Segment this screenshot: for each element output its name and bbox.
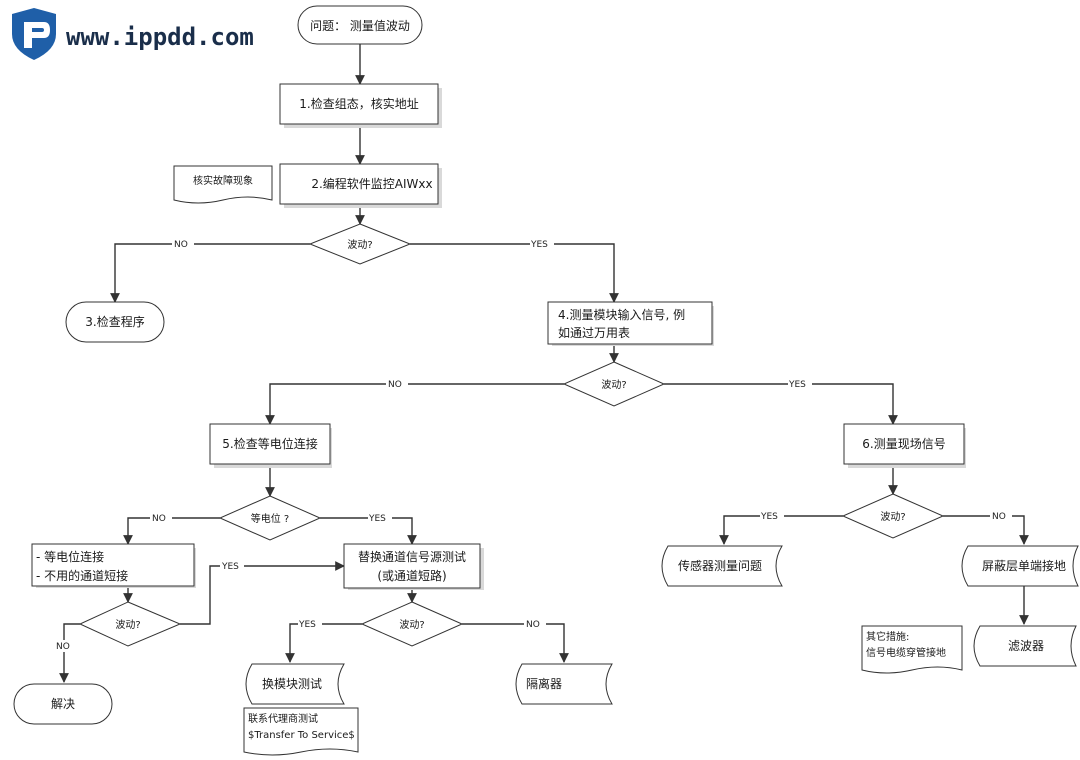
watermark-text: www.ippdd.com — [66, 23, 254, 51]
note-agent-line2: $Transfer To Service$ — [248, 730, 355, 741]
step2-box: 2.编程软件监控AIWxx — [279, 163, 442, 208]
solved-node: 解决 — [13, 683, 113, 725]
decision5-label: 波动? — [399, 618, 424, 631]
decision4-label: 波动? — [115, 618, 140, 631]
edge-label-no: NO — [526, 620, 540, 630]
decision1-label: 波动? — [347, 238, 372, 251]
step6-box: 6.测量现场信号 — [843, 423, 966, 468]
step4-box: 4.测量模块输入信号, 例 如通过万用表 — [547, 301, 714, 346]
fix-box: - 等电位连接 - 不用的通道短接 — [31, 543, 196, 588]
edge-label-yes: YES — [788, 380, 806, 390]
site-logo: www.ippdd.com — [12, 8, 254, 60]
swap-module-label: 换模块测试 — [262, 676, 322, 691]
replace-label-line1: 替换通道信号源测试 — [358, 549, 466, 564]
decision2-label: 波动? — [601, 378, 626, 391]
replace-box: 替换通道信号源测试 (或通道短路) — [343, 543, 484, 590]
swap-module-node: 换模块测试 — [245, 663, 345, 705]
replace-label-line2: (或通道短路) — [377, 568, 446, 583]
edge-labels: NO YES NO YES NO YES YES NO YES NO YES N… — [54, 238, 1012, 652]
edge-label-yes: YES — [530, 240, 548, 250]
step2-label: 2.编程软件监控AIWxx — [311, 176, 432, 191]
edge-label-yes: YES — [760, 512, 778, 522]
decision6: 波动? — [841, 493, 945, 539]
edge-label-yes: YES — [298, 620, 316, 630]
solved-label: 解决 — [51, 697, 75, 711]
edge-label-no: NO — [388, 380, 402, 390]
note-verify-label: 核实故障现象 — [193, 174, 253, 187]
note-agent-line1: 联系代理商测试 — [248, 712, 318, 725]
edge-label-no: NO — [56, 642, 70, 652]
note-other-line1: 其它措施: — [866, 630, 909, 643]
decision4: 波动? — [78, 601, 182, 647]
fix-label-line1: - 等电位连接 — [36, 549, 104, 564]
step4-label-line2: 如通过万用表 — [558, 325, 630, 340]
sensor-label: 传感器测量问题 — [678, 558, 762, 573]
filter-label: 滤波器 — [1008, 639, 1044, 653]
edge-label-yes: YES — [368, 514, 386, 524]
isolator-label: 隔离器 — [526, 676, 562, 691]
step1-box: 1.检查组态，核实地址 — [279, 83, 442, 128]
shield-label: 屏蔽层单端接地 — [982, 558, 1066, 573]
step3-label: 3.检查程序 — [85, 314, 144, 329]
decision5: 波动? — [360, 601, 464, 647]
step5-box: 5.检查等电位连接 — [209, 423, 332, 468]
step4-label-line1: 4.测量模块输入信号, 例 — [558, 307, 685, 322]
edge-label-no: NO — [152, 514, 166, 524]
step1-label: 1.检查组态，核实地址 — [299, 96, 418, 111]
note-verify: 核实故障现象 — [173, 165, 273, 204]
note-other-line2: 信号电缆穿管接地 — [866, 646, 946, 659]
connectors — [59, 44, 1029, 683]
isolator-node: 隔离器 — [515, 663, 613, 705]
decision1: 波动? — [308, 223, 412, 265]
decision6-label: 波动? — [880, 510, 905, 523]
edge-label-no: NO — [174, 240, 188, 250]
shield-node: 屏蔽层单端接地 — [961, 545, 1079, 587]
edge-label-yes: YES — [221, 562, 239, 572]
start-node: 问题： 测量值波动 — [297, 5, 423, 45]
edge-label-no: NO — [992, 512, 1006, 522]
note-other: 其它措施: 信号电缆穿管接地 — [861, 625, 963, 674]
sensor-node: 传感器测量问题 — [661, 545, 783, 587]
note-agent: 联系代理商测试 $Transfer To Service$ — [243, 707, 359, 756]
decision-equipotential-label: 等电位 ? — [251, 512, 290, 525]
start-label: 问题： 测量值波动 — [310, 18, 410, 33]
step5-label: 5.检查等电位连接 — [222, 436, 317, 451]
decision-equipotential: 等电位 ? — [218, 495, 322, 541]
fix-label-line2: - 不用的通道短接 — [36, 568, 128, 583]
decision2: 波动? — [562, 361, 666, 407]
step6-label: 6.测量现场信号 — [862, 437, 945, 451]
filter-node: 滤波器 — [973, 625, 1077, 667]
step3-node: 3.检查程序 — [65, 301, 165, 343]
